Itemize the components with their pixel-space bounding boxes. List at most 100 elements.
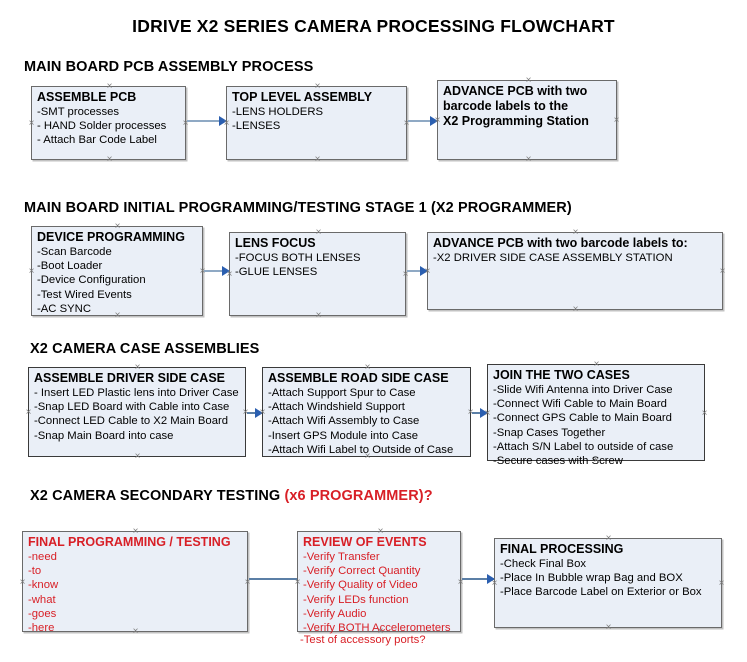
box-line: -Snap Cases Together — [493, 426, 606, 439]
connector-4-5 — [204, 270, 228, 272]
edge-handle-top[interactable] — [113, 222, 122, 231]
edge-handle-left[interactable] — [433, 116, 442, 125]
edge-handle-left[interactable] — [225, 270, 234, 279]
box-title: TOP LEVEL ASSEMBLY — [232, 90, 373, 104]
box-line: barcode labels to the — [443, 99, 569, 113]
edge-handle-top[interactable] — [314, 228, 323, 237]
box-line: -Snap Main Board into case — [34, 429, 174, 442]
box-line: -Scan Barcode — [37, 246, 112, 258]
edge-handle-bottom[interactable] — [131, 627, 140, 636]
box-line: -Connect Wifi Cable to Main Board — [493, 398, 667, 411]
section-heading-2-text: MAIN BOARD INITIAL PROGRAMMING/TESTING S… — [24, 200, 572, 216]
flow-box-join-the-two-cases[interactable]: JOIN THE TWO CASES -Slide Wifi Antenna i… — [487, 364, 705, 467]
edge-handle-top[interactable] — [592, 360, 601, 369]
box-line: -Attach Wifi Label to Outside of Case — [268, 443, 454, 456]
edge-handle-left[interactable] — [258, 408, 267, 417]
box-line: -Check Final Box — [500, 558, 587, 570]
edge-handle-left[interactable] — [24, 408, 33, 417]
edge-handle-top[interactable] — [131, 527, 140, 536]
edge-handle-top[interactable] — [313, 82, 322, 91]
edge-handle-left[interactable] — [222, 119, 231, 128]
edge-handle-top[interactable] — [376, 527, 385, 536]
box-line: - Insert LED Plastic lens into Driver Ca… — [34, 387, 239, 399]
section-heading-4: X2 CAMERA SECONDARY TESTING (x6 PROGRAMM… — [30, 488, 433, 504]
box-line: -to — [28, 565, 42, 578]
edge-handle-right[interactable] — [717, 579, 726, 588]
flow-box-advance-pcb-station[interactable]: ADVANCE PCB with two barcode labels to t… — [437, 80, 617, 160]
edge-handle-right[interactable] — [612, 116, 621, 125]
box-line: -Connect LED Cable to X2 Main Board — [34, 415, 229, 428]
edge-handle-bottom[interactable] — [571, 305, 580, 314]
connector-10-11 — [249, 578, 297, 580]
edge-handle-bottom[interactable] — [105, 155, 114, 164]
box-line: -what — [28, 593, 56, 606]
edge-handle-bottom[interactable] — [592, 456, 601, 465]
connector-5-6 — [407, 270, 427, 272]
edge-handle-left[interactable] — [423, 267, 432, 276]
box-line: -Verify LEDs function — [303, 593, 409, 606]
box-title: LENS FOCUS — [235, 236, 316, 250]
edge-handle-bottom[interactable] — [314, 311, 323, 320]
box-line: -Device Configuration — [37, 274, 146, 287]
flow-box-assemble-driver-side-case[interactable]: ASSEMBLE DRIVER SIDE CASE - Insert LED P… — [28, 367, 246, 457]
edge-handle-bottom[interactable] — [133, 452, 142, 461]
box-line: -GLUE LENSES — [235, 266, 318, 279]
box-line: -Boot Loader — [37, 260, 103, 273]
box-line: -SMT processes — [37, 106, 120, 118]
flow-box-final-processing[interactable]: FINAL PROCESSING -Check Final Box -Place… — [494, 538, 722, 628]
box-line: -Connect GPS Cable to Main Board — [493, 412, 672, 425]
edge-handle-bottom[interactable] — [113, 311, 122, 320]
edge-handle-right[interactable] — [700, 409, 709, 418]
box-line: -know — [28, 579, 59, 592]
flow-box-assemble-pcb[interactable]: ASSEMBLE PCB -SMT processes - HAND Solde… — [31, 86, 186, 160]
edge-handle-top[interactable] — [571, 228, 580, 237]
edge-handle-left[interactable] — [490, 579, 499, 588]
connector-1-2 — [187, 120, 225, 122]
box-line: -LENS HOLDERS — [232, 106, 324, 118]
flow-box-review-of-events[interactable]: REVIEW OF EVENTS -Verify Transfer -Verif… — [297, 531, 461, 634]
box-line: -Verify Correct Quantity — [303, 565, 421, 578]
edge-handle-top[interactable] — [105, 82, 114, 91]
edge-handle-bottom[interactable] — [524, 155, 533, 164]
box-line: -Test Wired Events — [37, 288, 132, 301]
flow-box-lens-focus[interactable]: LENS FOCUS -FOCUS BOTH LENSES -GLUE LENS… — [229, 232, 406, 316]
edge-handle-top[interactable] — [524, 76, 533, 85]
box-line: -FOCUS BOTH LENSES — [235, 252, 361, 264]
edge-handle-left[interactable] — [293, 578, 302, 587]
section-heading-1-text: MAIN BOARD PCB ASSEMBLY PROCESS — [24, 59, 314, 75]
page-title: IDRIVE X2 SERIES CAMERA PROCESSING FLOWC… — [132, 16, 615, 36]
edge-handle-top[interactable] — [133, 363, 142, 372]
flow-box-advance-pcb-driver-case[interactable]: ADVANCE PCB with two barcode labels to: … — [427, 232, 723, 310]
box-title: ASSEMBLE DRIVER SIDE CASE — [34, 371, 226, 385]
box-line: - HAND Solder processes — [37, 120, 167, 133]
box-title: ASSEMBLE PCB — [37, 90, 137, 104]
box-line: -Verify Audio — [303, 607, 367, 620]
edge-handle-bottom[interactable] — [313, 155, 322, 164]
edge-handle-left[interactable] — [18, 578, 27, 587]
edge-handle-right[interactable] — [718, 267, 727, 276]
flow-box-final-programming-testing[interactable]: FINAL PROGRAMMING / TESTING -need -to -k… — [22, 531, 248, 634]
edge-handle-left[interactable] — [483, 409, 492, 418]
box-line: -Attach S/N Label to outside of case — [493, 440, 674, 453]
edge-handle-bottom[interactable] — [363, 452, 372, 461]
edge-handle-top[interactable] — [604, 534, 613, 543]
flow-box-top-level-assembly[interactable]: TOP LEVEL ASSEMBLY -LENS HOLDERS -LENSES — [226, 86, 407, 160]
edge-handle-bottom[interactable] — [604, 623, 613, 632]
connector-11-12 — [462, 578, 494, 580]
box-line: -Verify Transfer — [303, 551, 380, 563]
box-line: -Attach Support Spur to Case — [268, 387, 416, 399]
connector-7-8 — [247, 412, 262, 414]
edge-handle-left[interactable] — [27, 119, 36, 128]
box-line: -Slide Wifi Antenna into Driver Case — [493, 384, 673, 396]
flow-box-assemble-road-side-case[interactable]: ASSEMBLE ROAD SIDE CASE -Attach Support … — [262, 367, 471, 457]
edge-handle-top[interactable] — [363, 363, 372, 372]
box-title: FINAL PROGRAMMING / TESTING — [28, 535, 231, 549]
box-line: -Insert GPS Module into Case — [268, 429, 419, 442]
flow-box-device-programming[interactable]: DEVICE PROGRAMMING -Scan Barcode -Boot L… — [31, 226, 203, 316]
box-line: -Attach Wifi Assembly to Case — [268, 415, 420, 428]
section-heading-3-text: X2 CAMERA CASE ASSEMBLIES — [30, 341, 260, 357]
edge-handle-left[interactable] — [27, 267, 36, 276]
section-heading-2: MAIN BOARD INITIAL PROGRAMMING/TESTING S… — [24, 200, 572, 216]
connector-8-9 — [472, 412, 487, 414]
box-line: -Attach Windshield Support — [268, 401, 405, 414]
